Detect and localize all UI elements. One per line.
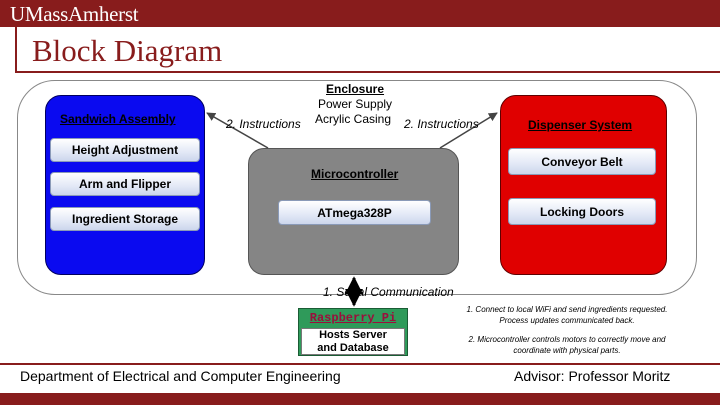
raspberry-pi-role-line2: and Database [317, 342, 389, 354]
note-serial-communication: 1. Connect to local WiFi and send ingred… [432, 304, 702, 326]
footer-advisor: Advisor: Professor Moritz [514, 368, 671, 384]
arrow-micro-to-sandwich [206, 112, 269, 149]
raspberry-pi-role: Hosts Server and Database [301, 328, 405, 355]
label-right-instructions: 2. Instructions [404, 117, 479, 131]
umass-logo: UMassAmherst [10, 2, 139, 26]
note-1-line-1: 1. Connect to local WiFi and send ingred… [466, 305, 668, 314]
header-bar [0, 0, 720, 27]
note-instructions: 2. Microcontroller controls motors to co… [432, 334, 702, 356]
enclosure-item-acrylic-casing: Acrylic Casing [315, 112, 392, 126]
enclosure-item-power-supply: Power Supply [318, 97, 393, 111]
page-title: Block Diagram [32, 33, 223, 68]
footer-department: Department of Electrical and Computer En… [20, 368, 341, 384]
enclosure-label: Enclosure [326, 82, 385, 96]
component-conveyor-belt: Conveyor Belt [508, 148, 656, 175]
note-2-line-2: coordinate with physical parts. [513, 346, 621, 355]
component-arm-and-flipper: Arm and Flipper [50, 172, 200, 196]
footer-bar [0, 393, 720, 405]
footer-rule [0, 363, 720, 365]
component-ingredient-storage: Ingredient Storage [50, 207, 200, 231]
dispenser-system-title: Dispenser System [528, 118, 633, 132]
dispenser-system-block [500, 95, 667, 275]
raspberry-pi-role-line1: Hosts Server [319, 329, 387, 341]
arrow-micro-to-dispenser [439, 112, 498, 149]
label-serial-communication: 1. Serial Communication [323, 285, 454, 299]
raspberry-pi-title: Raspberry Pi [309, 311, 397, 325]
label-left-instructions: 2. Instructions [226, 117, 301, 131]
component-locking-doors: Locking Doors [508, 198, 656, 225]
component-height-adjustment: Height Adjustment [50, 138, 200, 162]
note-2-line-1: 2. Microcontroller controls motors to co… [468, 335, 666, 344]
chip-atmega328p: ATmega328P [278, 200, 431, 225]
microcontroller-title: Microcontroller [311, 167, 399, 181]
title-rule [15, 27, 720, 73]
sandwich-assembly-title: Sandwich Assembly [60, 112, 176, 126]
note-1-line-2: Process updates communicated back. [499, 316, 635, 325]
